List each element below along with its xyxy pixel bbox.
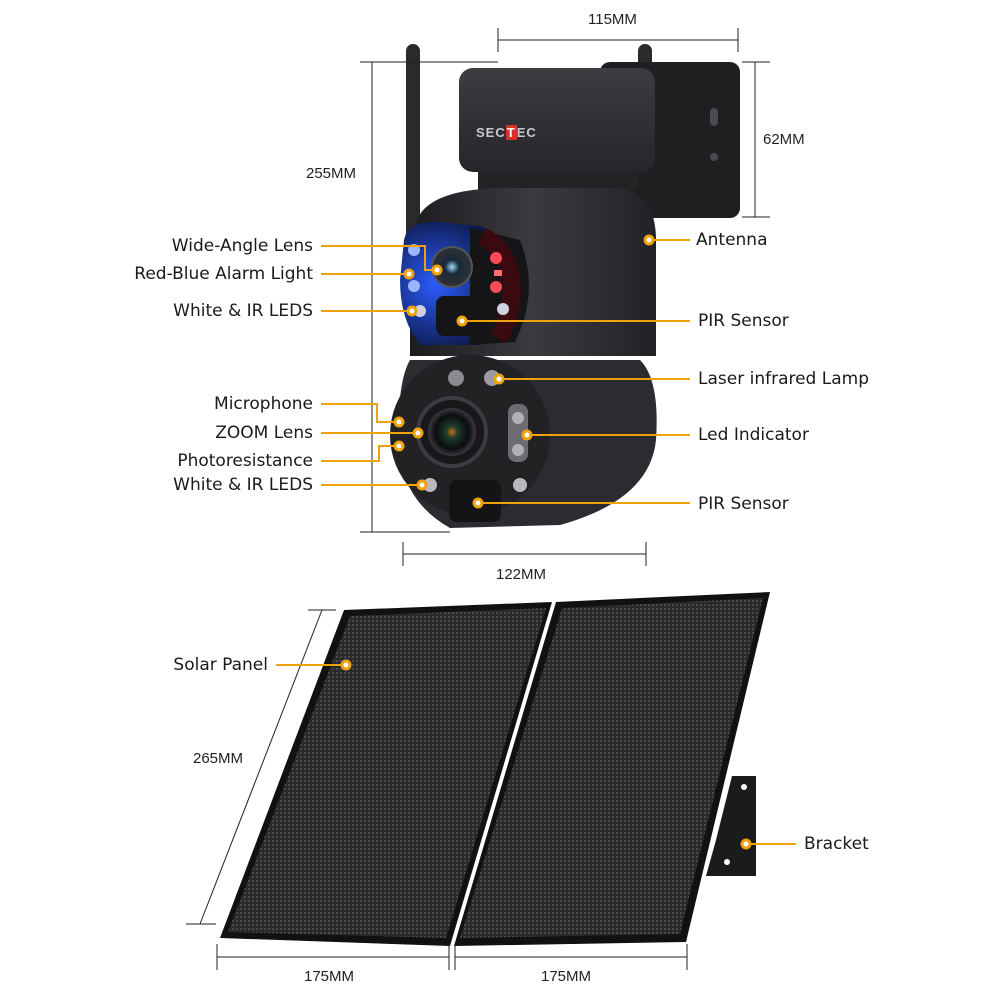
label-photoresistance: Photoresistance bbox=[177, 451, 313, 471]
label-solar-panel: Solar Panel bbox=[173, 655, 268, 675]
dim-panel-height: 265MM bbox=[193, 750, 244, 767]
dimension-lines bbox=[186, 28, 770, 970]
dim-camera-top-width: 115MM bbox=[588, 11, 637, 28]
brand-logo-pre: SEC bbox=[476, 125, 506, 140]
dim-panel-left-width: 175MM bbox=[304, 968, 355, 985]
dim-mount-height: 62MM bbox=[763, 131, 805, 148]
callout-lines bbox=[276, 239, 796, 845]
label-bracket: Bracket bbox=[804, 834, 869, 854]
brand-logo-accent: T bbox=[505, 125, 517, 140]
top-housing bbox=[459, 68, 655, 172]
callout-dots bbox=[340, 234, 752, 850]
label-white-ir-leds-lower: White & IR LEDS bbox=[173, 475, 313, 495]
label-antenna: Antenna bbox=[696, 230, 768, 250]
antenna-left bbox=[406, 44, 420, 274]
label-pir-sensor-upper: PIR Sensor bbox=[698, 311, 789, 331]
label-pir-sensor-lower: PIR Sensor bbox=[698, 494, 789, 514]
bracket bbox=[706, 776, 756, 876]
dim-panel-right-width: 175MM bbox=[541, 968, 592, 985]
wide-angle-lens bbox=[431, 246, 473, 288]
label-red-blue-alarm-light: Red-Blue Alarm Light bbox=[134, 264, 313, 284]
label-led-indicator: Led Indicator bbox=[698, 425, 809, 445]
label-microphone: Microphone bbox=[214, 394, 313, 414]
label-laser-infrared-lamp: Laser infrared Lamp bbox=[698, 369, 869, 389]
label-white-ir-leds-upper: White & IR LEDS bbox=[173, 301, 313, 321]
dim-camera-height: 255MM bbox=[306, 165, 357, 182]
brand-logo-post: EC bbox=[516, 125, 537, 140]
dim-camera-bottom-width: 122MM bbox=[496, 566, 547, 583]
label-wide-angle-lens: Wide-Angle Lens bbox=[171, 236, 313, 256]
brand-logo: SECTEC bbox=[476, 125, 537, 140]
label-zoom-lens: ZOOM Lens bbox=[215, 423, 313, 443]
